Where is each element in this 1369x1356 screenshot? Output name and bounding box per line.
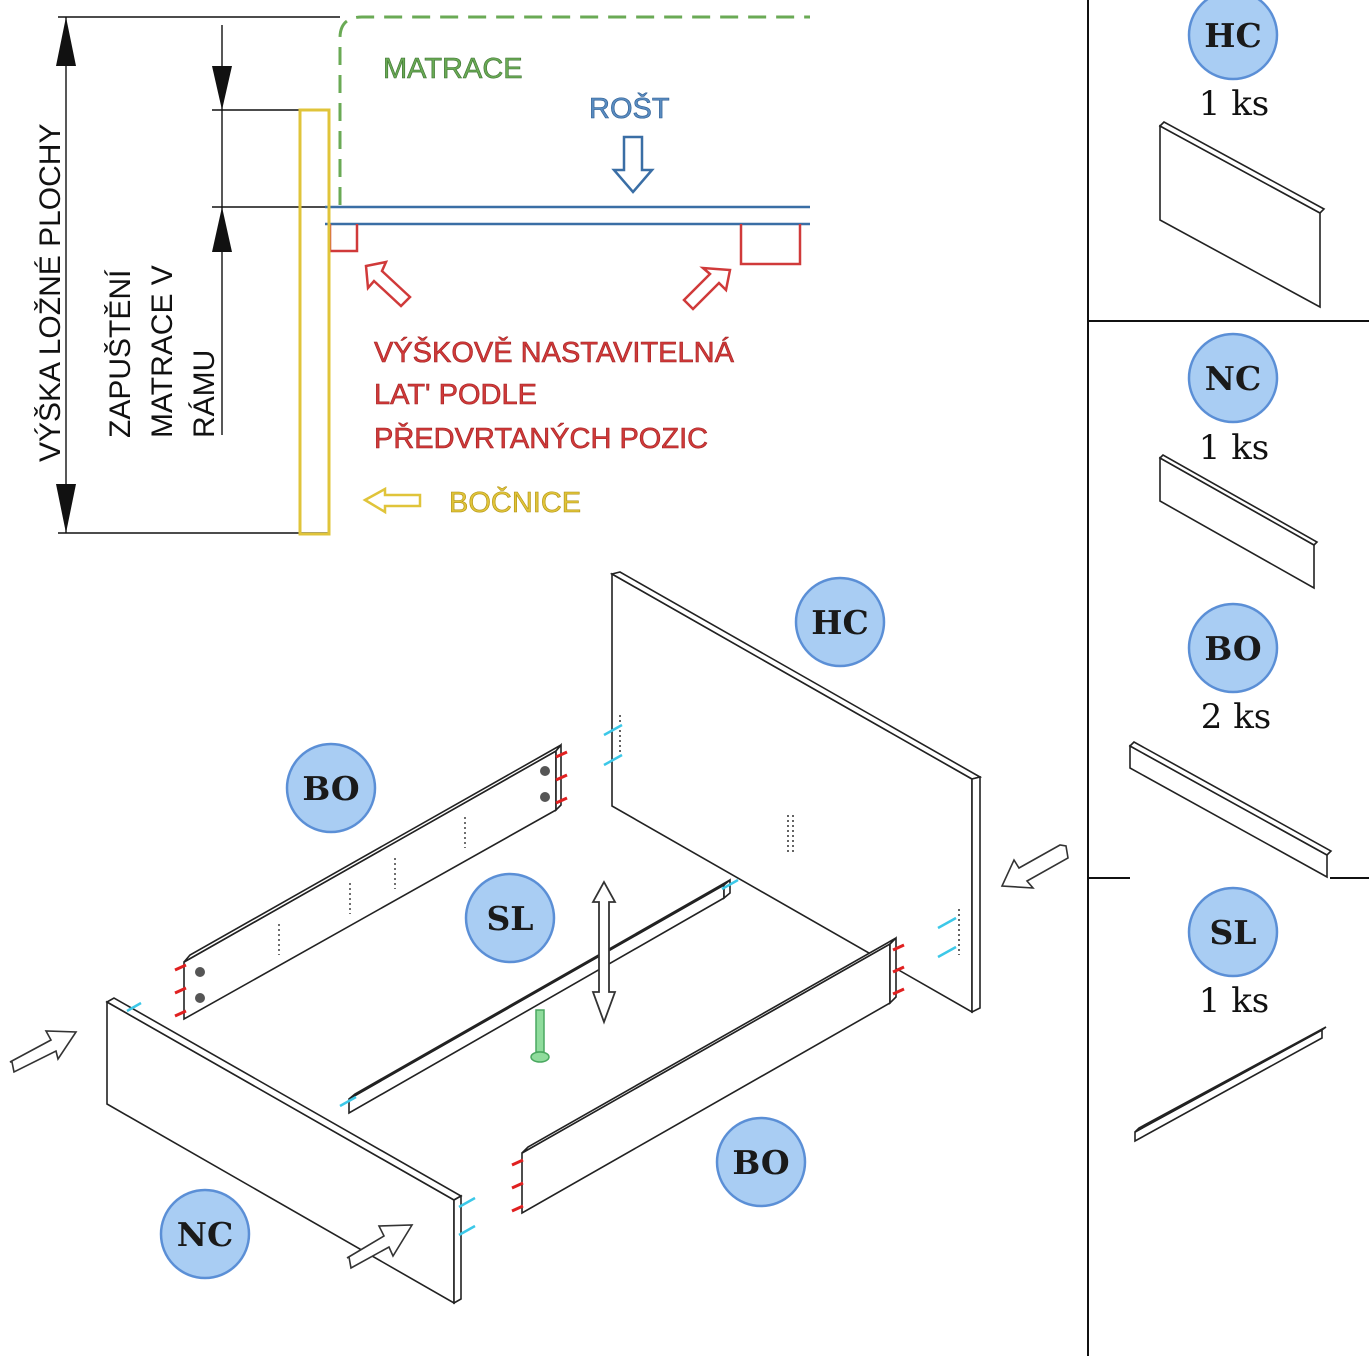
side-rail-top bbox=[174, 742, 568, 1021]
parts-item-sl: SL 1 ks bbox=[1134, 886, 1327, 1143]
svg-text:BO: BO bbox=[1204, 629, 1261, 668]
slat-label-line3: PŘEDVRTANÝCH POZIC bbox=[374, 422, 708, 455]
isometric-assembly: HC BO SL BO NC bbox=[9, 571, 1069, 1305]
svg-text:BO: BO bbox=[302, 769, 359, 808]
badge-bo-top: BO bbox=[285, 742, 377, 834]
slat-label-line2: LAT' PODLE bbox=[374, 379, 537, 411]
parts-thumb-bo bbox=[1128, 741, 1333, 879]
parts-item-nc: NC 1 ks bbox=[1158, 332, 1319, 590]
slat-base-arrow bbox=[611, 135, 655, 194]
parts-thumb-nc bbox=[1158, 454, 1319, 590]
svg-text:HC: HC bbox=[811, 603, 868, 642]
parts-item-bo: BO 2 ks bbox=[1128, 602, 1333, 879]
height-adjust-arrow bbox=[591, 880, 617, 1025]
svg-text:SL: SL bbox=[486, 899, 533, 938]
slat-arrow-right bbox=[682, 266, 732, 311]
height-arrow-bottom bbox=[56, 484, 76, 533]
height-label: VÝŠKA LOŽNÉ PLOCHY bbox=[33, 124, 67, 462]
mattress-label: MATRACE bbox=[383, 53, 523, 85]
svg-text:NC: NC bbox=[1205, 359, 1261, 398]
badge-hc: HC bbox=[794, 576, 886, 668]
slat-arrow-left bbox=[364, 260, 412, 308]
slat-base-label: ROŠT bbox=[589, 91, 670, 125]
side-rail-bottom bbox=[511, 936, 905, 1215]
badge-sl: SL bbox=[464, 872, 556, 964]
inset-arrow-top bbox=[212, 66, 232, 110]
inset-label-line2: MATRACE V bbox=[146, 265, 179, 438]
mattress-outline bbox=[338, 15, 810, 205]
parts-thumb-hc bbox=[1158, 121, 1326, 309]
inset-label-line3: RÁMU bbox=[188, 350, 221, 438]
cross-section-detail: VÝŠKA LOŽNÉ PLOCHY ZAPUŠTĚNÍ MATRACE V R… bbox=[33, 15, 810, 536]
slat-label-line1: VÝŠKOVĚ NASTAVITELNÁ bbox=[374, 335, 735, 369]
side-rail-label: BOČNICE bbox=[449, 485, 581, 519]
footboard-panel bbox=[105, 997, 476, 1305]
parts-item-hc: HC 1 ks bbox=[1158, 0, 1326, 309]
dimension-lines bbox=[58, 16, 340, 534]
inset-arrow-bottom bbox=[212, 207, 232, 252]
svg-text:SL: SL bbox=[1209, 913, 1256, 952]
height-arrow-top bbox=[56, 17, 76, 66]
svg-text:BO: BO bbox=[732, 1143, 789, 1182]
side-rail-arrow bbox=[362, 486, 422, 515]
svg-text:1 ks: 1 ks bbox=[1199, 84, 1270, 124]
slat-base bbox=[325, 205, 810, 226]
center-slat bbox=[339, 878, 739, 1115]
headboard-panel bbox=[603, 571, 983, 1014]
svg-text:1 ks: 1 ks bbox=[1199, 981, 1270, 1021]
adjustable-slat-brackets bbox=[328, 224, 802, 266]
parts-thumb-sl bbox=[1134, 1026, 1327, 1143]
svg-text:1 ks: 1 ks bbox=[1199, 428, 1270, 468]
badge-bo-bottom: BO bbox=[715, 1116, 807, 1208]
parts-list: HC 1 ks NC 1 ks BO 2 ks bbox=[1087, 0, 1369, 1356]
inset-label-line1: ZAPUŠTĚNÍ bbox=[103, 269, 137, 438]
support-leg bbox=[530, 1009, 550, 1063]
side-rail-outline bbox=[298, 108, 331, 536]
badge-nc: NC bbox=[159, 1188, 251, 1280]
svg-text:NC: NC bbox=[177, 1215, 233, 1254]
assembly-arrows bbox=[9, 844, 1069, 1270]
svg-text:2 ks: 2 ks bbox=[1201, 697, 1272, 737]
svg-text:HC: HC bbox=[1204, 16, 1261, 55]
